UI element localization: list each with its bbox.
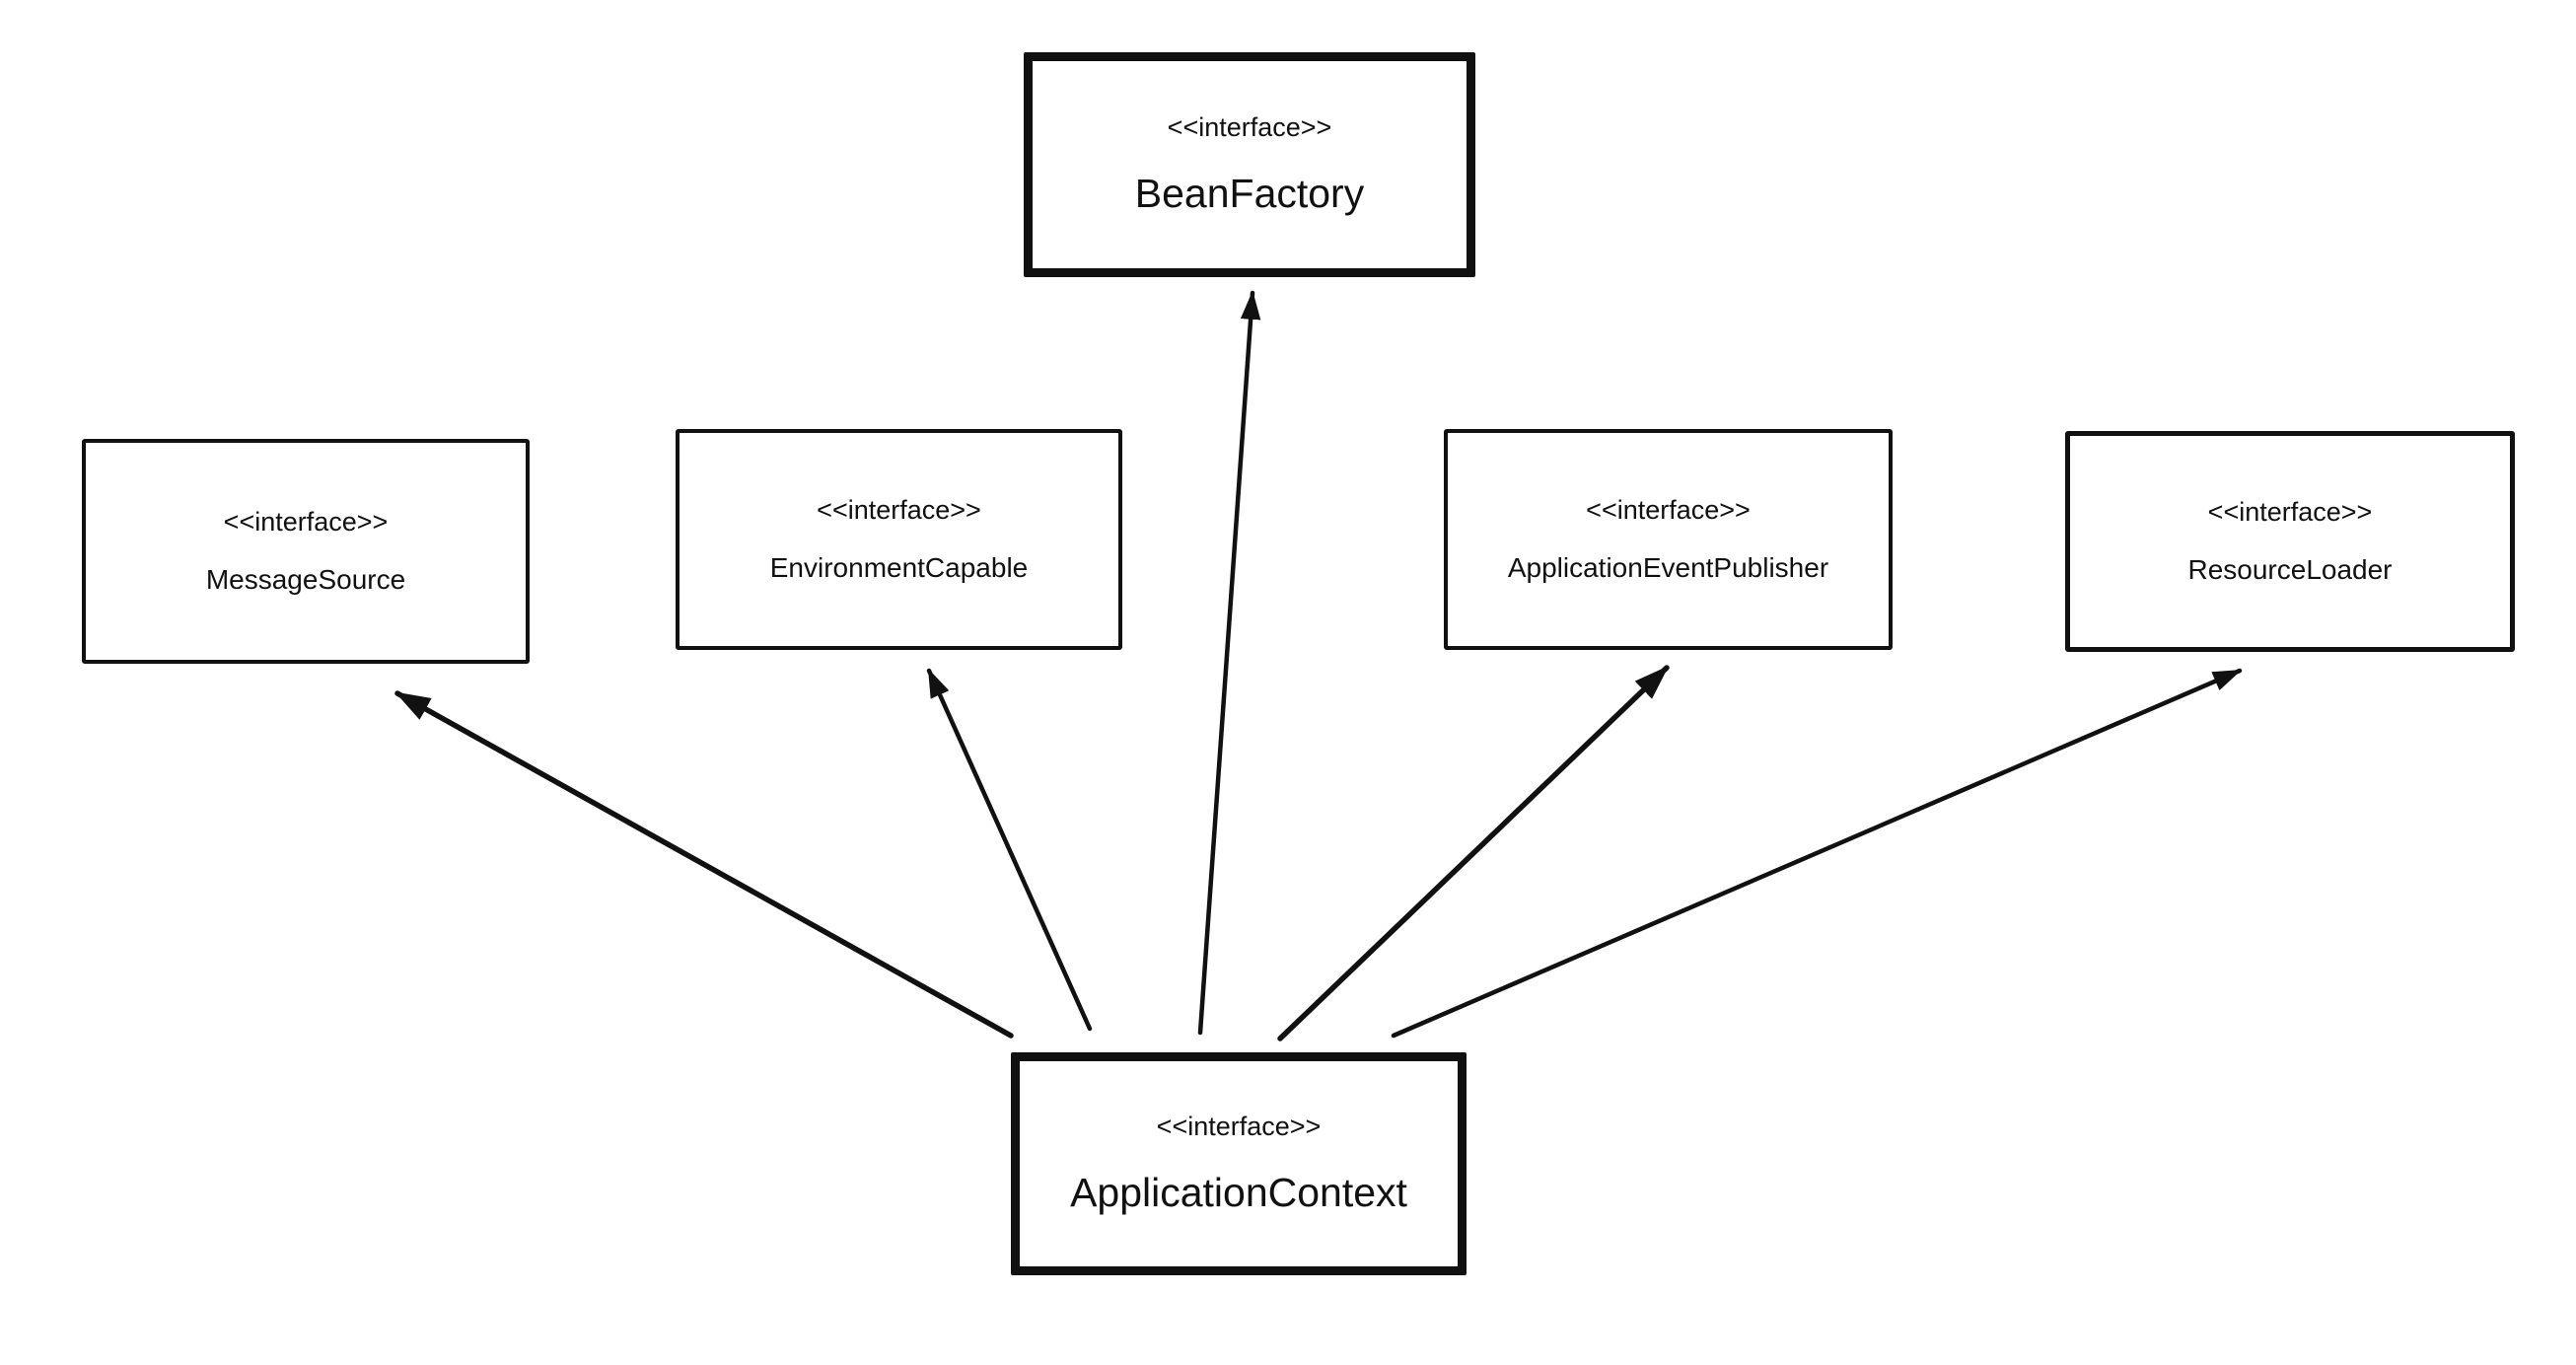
edge-applicationcontext-to-applicationeventpublisher[interactable]	[1277, 665, 1670, 1042]
stereotype-label: <<interface>>	[1167, 112, 1332, 143]
node-application-event-publisher[interactable]: <<interface>> ApplicationEventPublisher	[1444, 429, 1893, 650]
node-application-context[interactable]: <<interface>> ApplicationContext	[1011, 1052, 1467, 1275]
node-resource-loader[interactable]: <<interface>> ResourceLoader	[2065, 431, 2515, 652]
interface-name: EnvironmentCapable	[769, 552, 1029, 584]
edge-applicationcontext-to-environmentcapable[interactable]	[926, 668, 1093, 1032]
interface-name: BeanFactory	[1134, 170, 1365, 216]
node-environment-capable[interactable]: <<interface>> EnvironmentCapable	[676, 429, 1122, 650]
edge-applicationcontext-to-beanfactory[interactable]	[1197, 290, 1261, 1036]
interface-name: ApplicationContext	[1070, 1169, 1407, 1215]
node-message-source[interactable]: <<interface>> MessageSource	[82, 439, 530, 664]
edge-applicationcontext-to-messagesource[interactable]	[394, 690, 1014, 1039]
stereotype-label: <<interface>>	[1156, 1112, 1322, 1142]
node-bean-factory[interactable]: <<interface>> BeanFactory	[1024, 52, 1475, 277]
interface-name: ResourceLoader	[2187, 554, 2393, 586]
interface-name: MessageSource	[205, 564, 406, 596]
stereotype-label: <<interface>>	[223, 507, 389, 537]
stereotype-label: <<interface>>	[817, 495, 981, 525]
interface-name: ApplicationEventPublisher	[1507, 552, 1829, 584]
stereotype-label: <<interface>>	[2207, 497, 2373, 527]
edge-applicationcontext-to-resourceloader[interactable]	[1391, 668, 2243, 1039]
stereotype-label: <<interface>>	[1586, 495, 1751, 525]
